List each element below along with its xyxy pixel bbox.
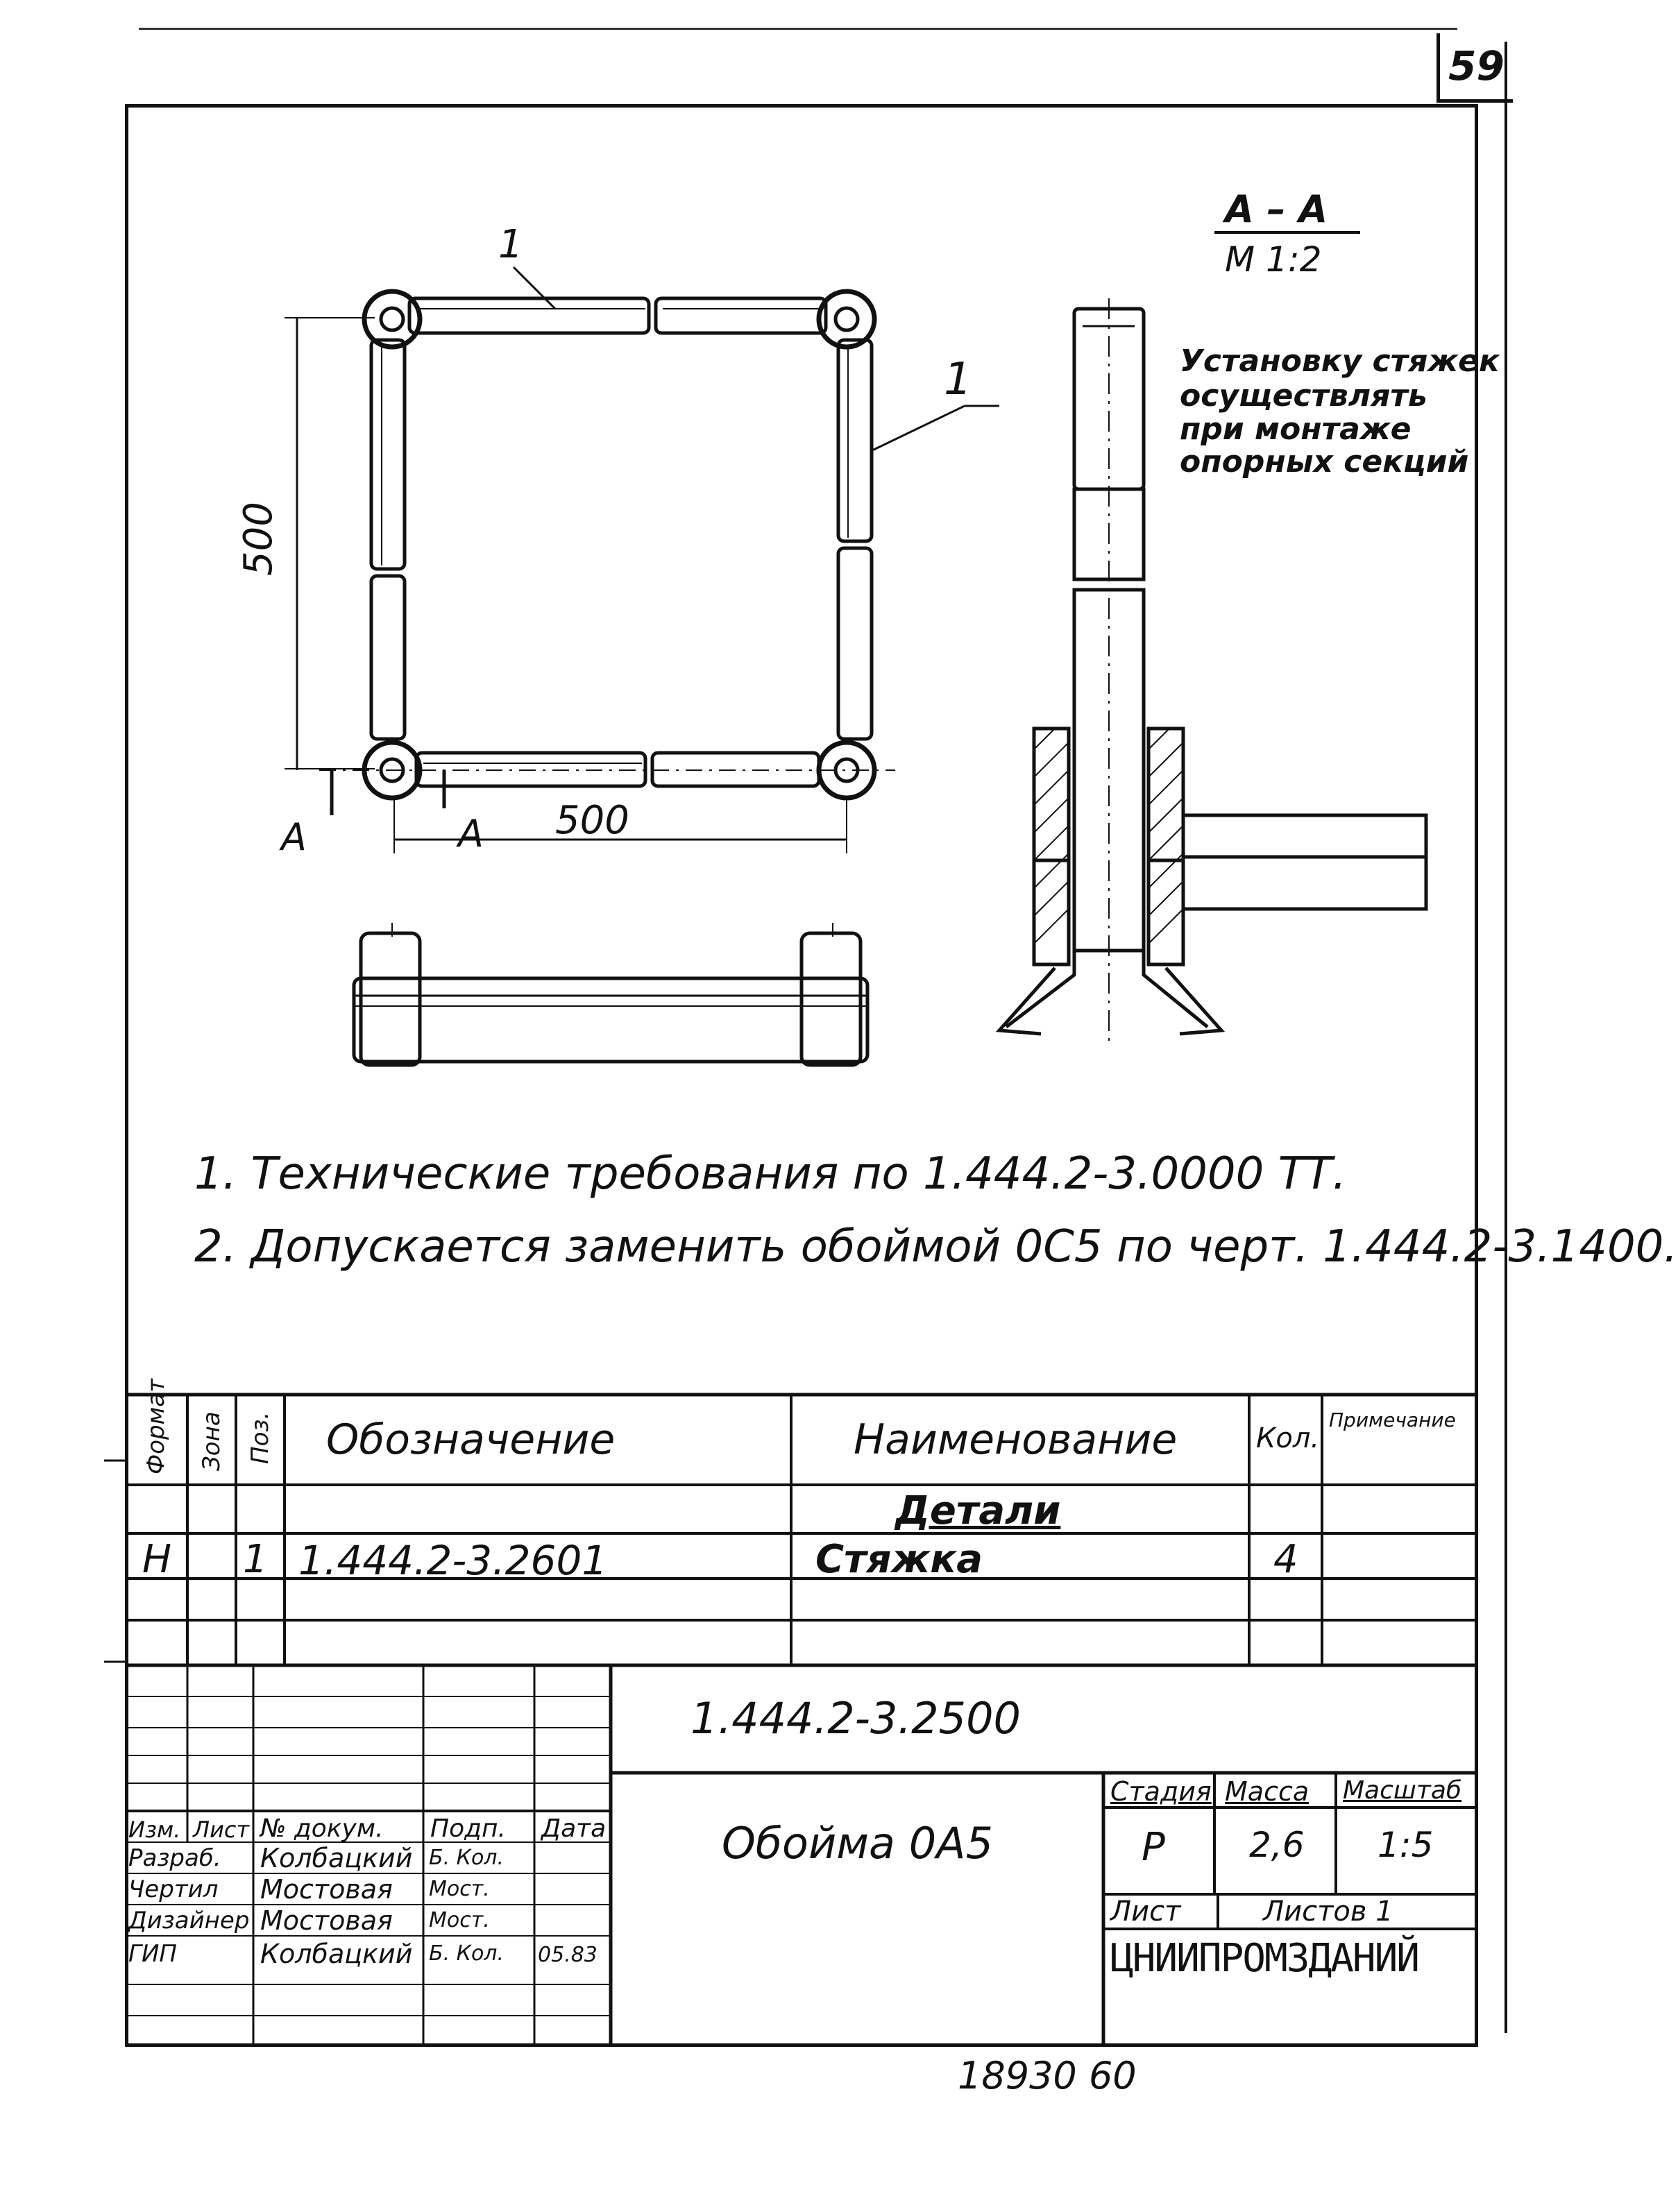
dimension-horizontal: 500 <box>555 798 629 843</box>
section-view <box>995 298 1428 1048</box>
tb-header-sign: Подп. <box>430 1814 506 1843</box>
tb-sheets-label: Листов 1 <box>1263 1896 1393 1928</box>
table-grid <box>104 1393 1478 2047</box>
tb-sign: Мост. <box>429 1877 490 1901</box>
tb-header-change: Изм. <box>128 1817 181 1843</box>
technical-note: 1. Технические требования по 1.444.2-3.0… <box>194 1148 1347 1200</box>
mounting-note-line: осуществлять <box>1180 378 1427 414</box>
spec-header-pos: Поз. <box>246 1411 274 1464</box>
spec-section-title: Детали <box>895 1488 1061 1533</box>
spec-header-name: Наименование <box>854 1415 1178 1464</box>
tb-sign: Мост. <box>429 1908 490 1932</box>
spec-header-zone: Зона <box>198 1411 226 1471</box>
section-scale: М 1:2 <box>1225 239 1322 280</box>
technical-note: 2. Допускается заменить обоймой 0С5 по ч… <box>194 1221 1678 1273</box>
tb-sheet-label: Лист <box>1110 1896 1181 1928</box>
archive-number: 18930 60 <box>958 2054 1137 2098</box>
tb-name: Мостовая <box>260 1874 393 1905</box>
mounting-note-line: при монтаже <box>1180 411 1412 447</box>
section-title: А – А <box>1225 187 1328 231</box>
spec-cell-qty: 4 <box>1273 1537 1298 1582</box>
callout-part-top: 1 <box>498 222 523 267</box>
tb-role: Чертил <box>128 1875 219 1903</box>
mounting-note-line: Установку стяжек <box>1180 343 1500 379</box>
dimension-vertical: 500 <box>236 502 281 576</box>
tb-scale: 1:5 <box>1378 1825 1434 1865</box>
elevation-view <box>352 923 870 1067</box>
tb-scale-label: Масштаб <box>1343 1776 1462 1805</box>
tb-mass-label: Масса <box>1225 1776 1310 1807</box>
spec-cell-designation: 1.444.2-3.2601 <box>298 1537 608 1584</box>
tb-stage-label: Стадия <box>1110 1776 1212 1807</box>
binding-line <box>1505 42 1507 2033</box>
tb-mass: 2,6 <box>1249 1825 1305 1865</box>
section-hatch <box>1033 728 1184 944</box>
tb-sign: Б. Кол. <box>429 1846 505 1870</box>
tb-name: Мостовая <box>260 1905 393 1936</box>
spec-header-note: Примечание <box>1329 1409 1456 1431</box>
tb-role: Дизайнер <box>128 1907 250 1934</box>
plan-view <box>285 266 999 853</box>
tb-role: Разраб. <box>128 1844 221 1872</box>
spec-cell-pos: 1 <box>243 1537 268 1582</box>
page-number: 59 <box>1437 33 1513 103</box>
tb-date: 05.83 <box>538 1943 598 1967</box>
sheet-border <box>125 104 1478 2047</box>
tb-sign: Б. Кол. <box>429 1941 505 1966</box>
tb-name: Колбацкий <box>260 1939 413 1969</box>
spec-header-qty: Кол. <box>1256 1422 1320 1454</box>
spec-header-format: Формат <box>142 1379 170 1474</box>
tb-stage: Р <box>1142 1825 1165 1870</box>
document-code: 1.444.2-3.2500 <box>690 1693 1021 1744</box>
organization-name: ЦНИИПРОМЗДАНИЙ <box>1110 1936 1420 1981</box>
cut-label-right: А <box>458 812 484 856</box>
spec-cell-name: Стяжка <box>815 1537 983 1582</box>
mounting-note-line: опорных секций <box>1180 444 1469 479</box>
technical-drawing <box>104 231 1478 2047</box>
callout-part-right: 1 <box>944 354 972 405</box>
spec-cell-format: Н <box>142 1537 172 1582</box>
cut-label-left: А <box>281 815 307 859</box>
tb-role: ГИП <box>128 1940 177 1968</box>
tb-header-doc-no: № докум. <box>260 1814 384 1843</box>
spec-header-designation: Обозначение <box>326 1415 616 1464</box>
tb-header-date: Дата <box>541 1814 607 1843</box>
drawing-title: Обойма 0А5 <box>722 1818 994 1869</box>
tb-header-sheet: Лист <box>193 1817 250 1843</box>
top-rule <box>139 28 1457 30</box>
tb-name: Колбацкий <box>260 1843 413 1873</box>
